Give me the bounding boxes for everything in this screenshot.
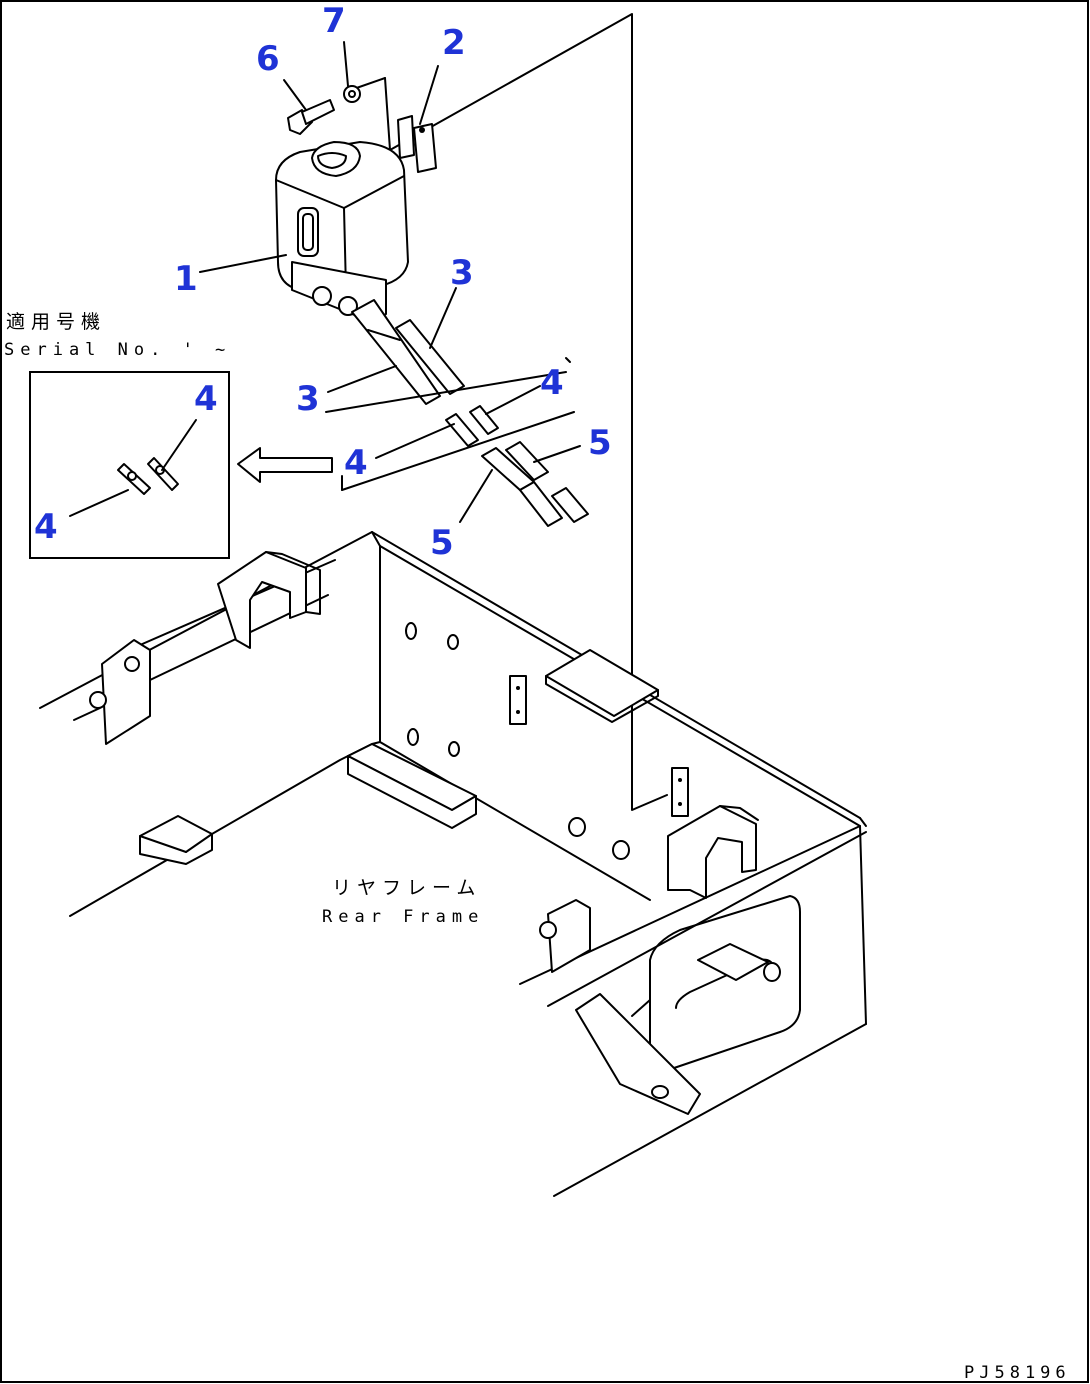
serial-label-en: Serial No. ' ~: [4, 340, 231, 360]
serial-label-jp: 適用号機: [6, 311, 106, 333]
callout-3-upper: 3: [450, 253, 474, 293]
detail-inset: [29, 371, 230, 559]
callout-2: 2: [442, 23, 466, 63]
callout-4-right: 4: [540, 363, 564, 403]
inset-connectors: [117, 457, 179, 495]
callout-5-lower: 5: [430, 523, 454, 563]
rear-frame: [39, 531, 867, 1197]
callout-3-lower: 3: [296, 379, 320, 419]
callout-7: 7: [322, 1, 346, 41]
callout-4-center: 4: [344, 443, 368, 483]
bracket-part: [397, 115, 437, 173]
connector-group: [325, 357, 589, 527]
arrow-left-icon: [237, 447, 333, 483]
washer-part: [343, 85, 361, 103]
callout-4-inset-top: 4: [194, 379, 218, 419]
leader-lines: [69, 41, 581, 523]
hose-parts: [351, 299, 465, 405]
rear-frame-label-en: Rear Frame: [322, 907, 484, 927]
reservoir-tank: [275, 141, 409, 323]
drawing-code: PJ58196: [964, 1363, 1071, 1383]
callout-4-inset-bottom: 4: [34, 507, 58, 547]
callout-6: 6: [256, 39, 280, 79]
rear-frame-label-jp: リヤフレーム: [332, 877, 481, 899]
callout-5-right: 5: [588, 423, 612, 463]
callout-1: 1: [174, 259, 198, 299]
bolt-part: [287, 99, 335, 135]
